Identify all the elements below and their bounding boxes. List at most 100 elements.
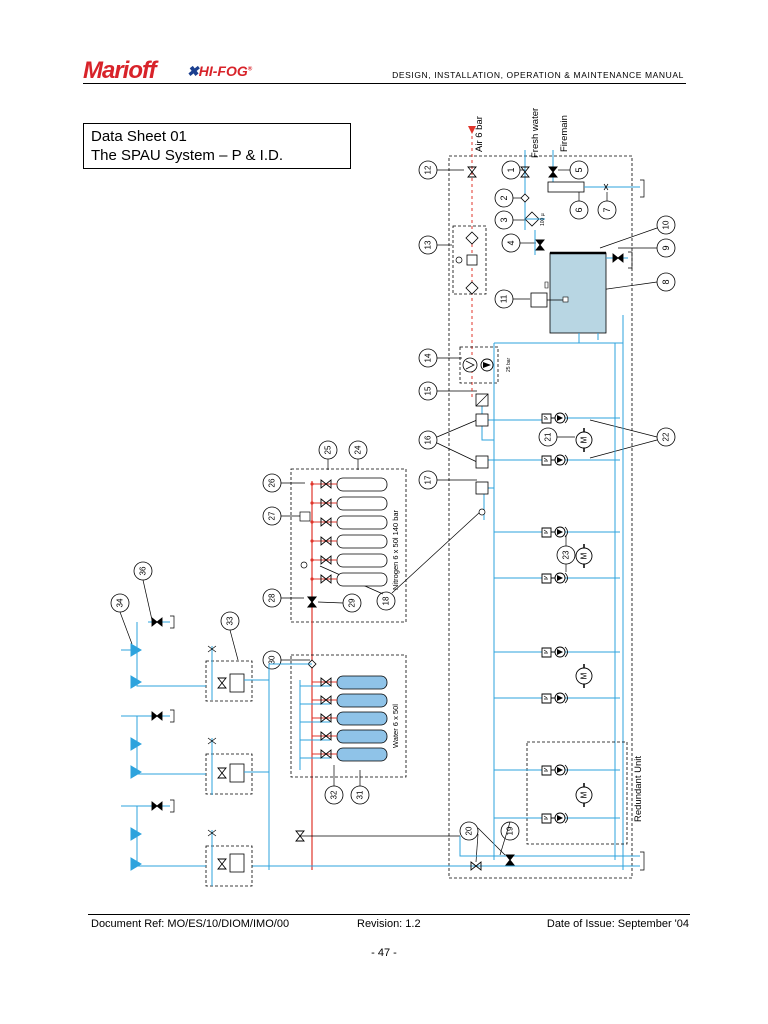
motor-label: M (580, 672, 589, 679)
registered-mark: ® (247, 66, 253, 73)
motor-label: M (580, 791, 589, 798)
callout-20: 20 (459, 821, 479, 841)
callout-29: 29 (342, 593, 362, 613)
svg-text:19: 19 (506, 826, 515, 835)
svg-text:4: 4 (506, 240, 516, 245)
callout-1: 1 (501, 160, 521, 180)
pump-row-1: M (541, 412, 620, 466)
svg-text:11: 11 (500, 294, 509, 303)
header-rule (83, 83, 686, 84)
callout-8: 8 (656, 272, 676, 292)
callout-9: 9 (656, 238, 676, 258)
fresh-water-inlet: 100 µ (520, 150, 546, 255)
svg-text:24: 24 (354, 445, 363, 454)
spau-unit-boundary (448, 155, 633, 879)
callout-5: 5 (569, 160, 589, 180)
svg-text:14: 14 (424, 353, 433, 362)
callout-32: 32 (324, 785, 344, 805)
callout-21: 21 (538, 427, 558, 447)
callout-22: 22 (656, 427, 676, 447)
section-valve-1 (121, 615, 269, 702)
svg-text:7: 7 (602, 207, 612, 212)
pump-sets: M M M M (494, 412, 644, 845)
callout-14: 14 (418, 348, 438, 368)
svg-text:33: 33 (226, 616, 235, 625)
filter-rating-label: 100 µ (540, 213, 546, 226)
issue-date: Date of Issue: September '04 (546, 918, 689, 930)
svg-text:15: 15 (424, 386, 433, 395)
callout-13: 13 (418, 235, 438, 255)
callout-16: 16 (418, 430, 438, 450)
svg-text:34: 34 (116, 598, 125, 607)
callout-10: 10 (656, 215, 676, 235)
callout-7: 7 (597, 200, 617, 220)
svg-text:30: 30 (268, 655, 277, 664)
svg-text:21: 21 (544, 432, 553, 441)
svg-text:28: 28 (268, 593, 277, 602)
redundant-unit-label: Redundant Unit (633, 756, 644, 822)
air-label: Air 6 bar (474, 116, 485, 152)
water-tank (530, 251, 633, 334)
svg-text:16: 16 (424, 435, 433, 444)
revision: Revision: 1.2 (357, 918, 421, 930)
callout-19: 19 (500, 821, 520, 841)
callout-34: 34 (110, 593, 130, 613)
water-bank: Water 6 x 50l (290, 654, 407, 778)
callout-11: 11 (494, 289, 514, 309)
section-valve-3 (121, 799, 253, 887)
callout-33: 33 (220, 611, 240, 631)
svg-text:25: 25 (324, 445, 333, 454)
svg-text:6: 6 (574, 207, 584, 212)
document-reference: Document Ref: MO/ES/10/DIOM/IMO/00 (91, 918, 290, 930)
water-pipework (481, 315, 624, 870)
svg-text:36: 36 (139, 566, 148, 575)
svg-text:2: 2 (499, 195, 509, 200)
compressor-unit: 25 bar (459, 346, 512, 384)
callout-18: 18 (376, 591, 396, 611)
svg-text:3: 3 (499, 217, 509, 222)
callout-12: 12 (418, 160, 438, 180)
svg-text:17: 17 (424, 475, 433, 484)
pump-row-2: M (494, 526, 620, 584)
callout-23: 23 (556, 545, 576, 565)
firemain-inlet (547, 150, 645, 198)
svg-text:29: 29 (348, 598, 357, 607)
svg-text:13: 13 (424, 240, 433, 249)
manual-title: DESIGN, INSTALLATION, OPERATION & MAINTE… (392, 70, 684, 80)
nitrogen-bank-label: Nitrogen 6 x 50l 140 bar (391, 509, 400, 590)
svg-text:26: 26 (268, 478, 277, 487)
page-number: - 47 - (371, 947, 397, 959)
callout-15: 15 (418, 381, 438, 401)
svg-text:8: 8 (661, 279, 671, 284)
svg-text:32: 32 (330, 790, 339, 799)
svg-text:1: 1 (506, 167, 516, 172)
callout-28: 28 (262, 588, 282, 608)
svg-text:22: 22 (662, 432, 671, 441)
water-bank-label: Water 6 x 50l (391, 704, 400, 748)
callout-6: 6 (569, 200, 589, 220)
air-supply-line (452, 126, 487, 400)
data-sheet-title: The SPAU System – P & I.D. (91, 147, 284, 164)
callout-leaders (119, 169, 658, 863)
hi-fog-text: HI-FOG (198, 63, 248, 79)
callout-17: 17 (418, 470, 438, 490)
marioff-logo: Marioff (83, 57, 157, 84)
motor-label: M (580, 436, 589, 443)
callout-25: 25 (318, 440, 338, 460)
svg-text:27: 27 (268, 511, 277, 520)
svg-text:9: 9 (661, 245, 671, 250)
spau-controls (475, 393, 489, 516)
callout-2: 2 (494, 188, 514, 208)
svg-text:31: 31 (356, 790, 365, 799)
hi-fog-logo: ✖HI-FOG® (187, 63, 252, 80)
data-sheet-number: Data Sheet 01 (91, 128, 187, 145)
callout-3: 3 (494, 210, 514, 230)
compressor-pressure-label: 25 bar (506, 357, 512, 372)
svg-text:10: 10 (662, 220, 671, 229)
callout-30: 30 (262, 650, 282, 670)
section-valve-lines (252, 663, 645, 871)
callout-24: 24 (348, 440, 368, 460)
svg-text:20: 20 (465, 826, 474, 835)
svg-text:18: 18 (382, 596, 391, 605)
